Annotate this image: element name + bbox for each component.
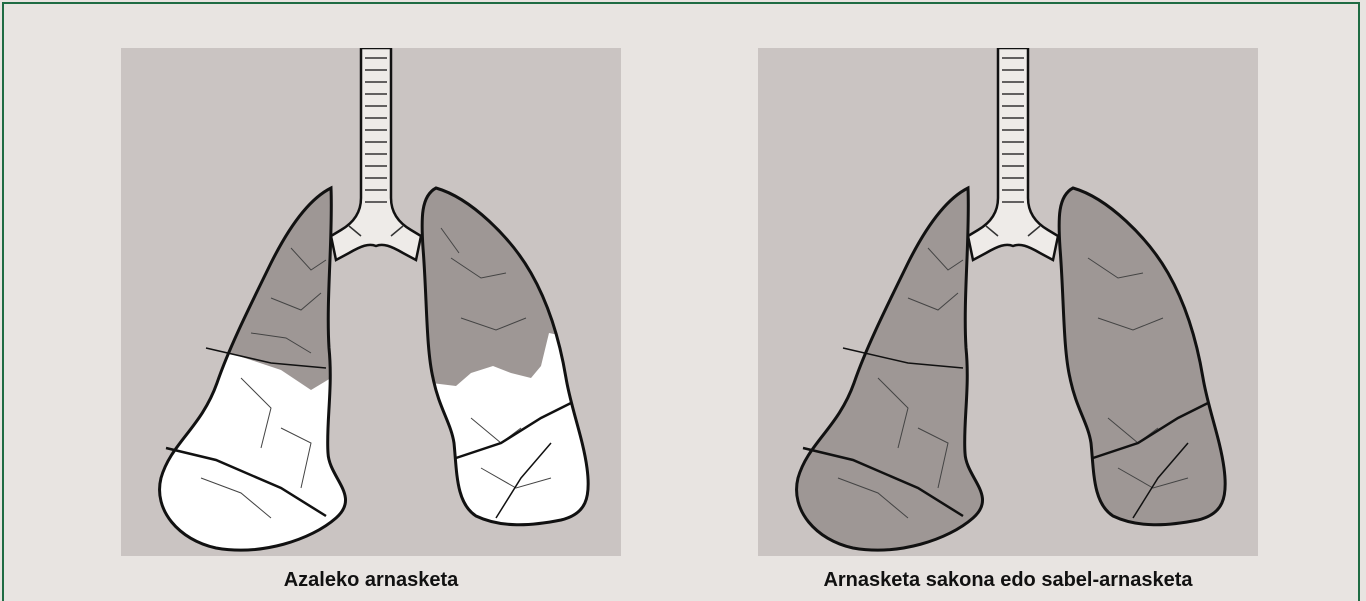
panel-deep-breathing bbox=[758, 48, 1258, 556]
lungs-deep-illustration bbox=[758, 48, 1258, 556]
panel-shallow-breathing bbox=[121, 48, 621, 556]
left-lung bbox=[797, 188, 983, 550]
trachea bbox=[968, 48, 1058, 260]
right-lung bbox=[1059, 188, 1225, 525]
lungs-shallow-illustration bbox=[121, 48, 621, 556]
trachea bbox=[331, 48, 421, 260]
caption-shallow-breathing: Azaleko arnasketa bbox=[121, 569, 621, 592]
caption-deep-breathing: Arnasketa sakona edo sabel-arnasketa bbox=[744, 569, 1272, 592]
